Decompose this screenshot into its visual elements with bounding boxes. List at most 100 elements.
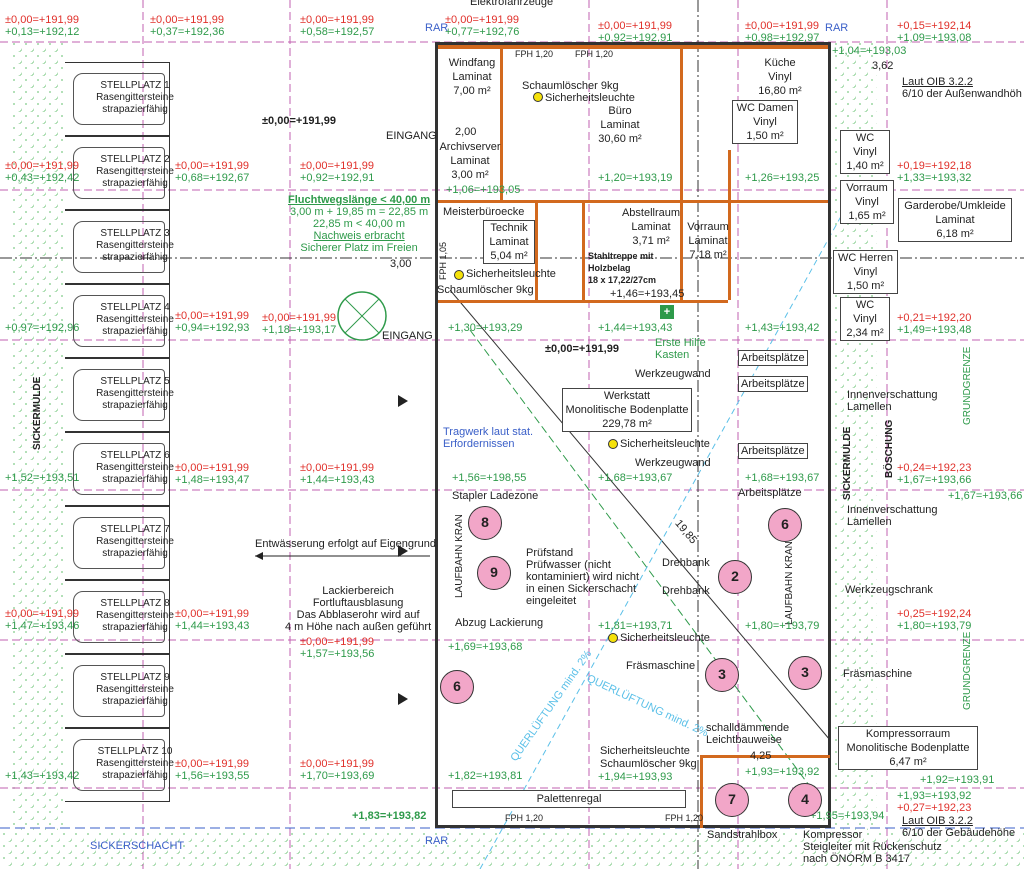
werkzeugwand-label: Werkzeugwand <box>635 457 711 469</box>
elevation: ±0,00=+191,99+1,18=+193,17 <box>262 312 337 336</box>
room-abstellraum[interactable]: Abstellraum Laminat 3,71 m² <box>621 207 681 247</box>
drehbank-label: Drehbank <box>662 585 710 597</box>
machine-marker[interactable]: 3 <box>705 658 739 692</box>
stall-surface: Rasengittersteine strapazierfähig <box>96 240 174 263</box>
room-wc-2[interactable]: WC Vinyl 2,34 m² <box>840 297 890 341</box>
room-vorraum[interactable]: Vorraum Laminat 7,18 m² <box>687 221 729 261</box>
elevation-reference: ±0,00=+191,99 <box>545 343 619 355</box>
stall-surface: Rasengittersteine strapazierfähig <box>96 314 174 337</box>
stall-name: STELLPLATZ 6 <box>100 450 170 461</box>
room-buero[interactable]: Büro Laminat 30,60 m² <box>598 105 642 145</box>
safety-light-icon <box>608 633 618 643</box>
sandstrahlbox-label: Sandstrahlbox <box>707 829 778 841</box>
room-wc-herren[interactable]: WC Herren Vinyl 1,50 m² <box>833 250 898 294</box>
fluchtweg-line: 3,00 m + 19,85 m = 22,85 m <box>289 206 429 218</box>
room-kompressorraum[interactable]: Kompressorraum Monolitische Bodenplatte … <box>838 726 978 770</box>
elevation-reference: ±0,00=+191,99 <box>262 115 336 127</box>
stall-name: STELLPLATZ 5 <box>100 376 170 387</box>
extinguisher-label: Schaumlöscher 9kg <box>600 758 697 770</box>
elevation: ±0,00=+191,99+0,77=+192,76 <box>445 14 520 38</box>
safety-light-label: Sicherheitsleuchte <box>466 268 556 280</box>
room-archivserver[interactable]: Archivserver Laminat 3,00 m² <box>439 141 501 181</box>
fluchtweg-line: Nachweis erbracht <box>313 230 405 242</box>
wall <box>535 200 538 300</box>
machine-marker[interactable]: 2 <box>718 560 752 594</box>
building-outline <box>435 42 831 828</box>
wall <box>700 755 830 758</box>
stall-surface: Rasengittersteine strapazierfähig <box>96 462 174 485</box>
elevation: +1,80=+193,79 <box>745 620 820 632</box>
fraesmaschine-label: Fräsmaschine <box>626 660 696 672</box>
car-icon <box>73 591 165 643</box>
elevation: ±0,00=+191,99+1,57=+193,56 <box>300 636 375 660</box>
meisterbuero-label: Meisterbüroecke <box>443 206 525 218</box>
car-icon <box>73 739 165 791</box>
entrance-label: EINGANG <box>382 330 433 342</box>
room-werkstatt[interactable]: Werkstatt Monolitische Bodenplatte 229,7… <box>562 388 692 432</box>
elevation: +1,43=+193,42 <box>745 322 820 334</box>
wall <box>438 45 828 49</box>
stall-surface: Rasengittersteine strapazierfähig <box>96 166 174 189</box>
machine-marker[interactable]: 8 <box>468 506 502 540</box>
room-kueche[interactable]: Küche Vinyl 16,80 m² <box>758 57 802 97</box>
machine-marker[interactable]: 6 <box>440 670 474 704</box>
oib-text: 6/10 der Gebäudehöhe <box>902 827 1016 839</box>
room-wc[interactable]: WC Vinyl 1,40 m² <box>840 130 890 174</box>
room-windfang[interactable]: Windfang Laminat 7,00 m² <box>448 57 496 97</box>
shading-note: Innenverschattung Lamellen <box>847 504 938 528</box>
elevation: +1,30=+193,29 <box>448 322 523 334</box>
paint-area-note: Lackierbereich Fortluftausblasung Das Ab… <box>285 585 432 633</box>
stall-surface: Rasengittersteine strapazierfähig <box>96 388 174 411</box>
elevation: +1,26=+193,25 <box>745 172 820 184</box>
machine-marker[interactable]: 9 <box>477 556 511 590</box>
elevation: +1,67=+193,66 <box>948 490 1023 502</box>
machine-marker[interactable]: 4 <box>788 783 822 817</box>
stall-name: STELLPLATZ 1 <box>100 80 170 91</box>
elevation: +1,95=+193,94 <box>810 810 885 822</box>
grass-strip-left <box>10 40 65 830</box>
stall-name: STELLPLATZ 7 <box>100 524 170 535</box>
elevation: ±0,00=+191,99+1,48=+193,47 <box>175 462 250 486</box>
first-aid-icon: + <box>660 305 674 319</box>
elevation: +1,92=+193,91 <box>920 774 995 786</box>
room-vorraum-2[interactable]: Vorraum Vinyl 1,65 m² <box>840 180 894 224</box>
elevation: ±0,00=+191,99+0,98=+192,97 <box>745 20 820 44</box>
elevation: +1,69=+193,68 <box>448 641 523 653</box>
room-garderobe[interactable]: Garderobe/Umkleide Laminat 6,18 m² <box>898 198 1012 242</box>
machine-marker[interactable]: 7 <box>715 783 749 817</box>
room-wc-damen[interactable]: WC Damen Vinyl 1,50 m² <box>732 100 798 144</box>
fph-label: FPH 1,05 <box>438 241 448 280</box>
grundgrenze-label: GRUNDGRENZE <box>962 346 973 425</box>
car-icon <box>73 665 165 717</box>
fph-label: FPH 1,20 <box>665 813 704 823</box>
stall-surface: Rasengittersteine strapazierfähig <box>96 758 174 781</box>
elevation: +1,94=+193,93 <box>598 771 673 783</box>
elevation: ±0,00=+191,99+1,44=+193,43 <box>300 462 375 486</box>
abzug-label: Abzug Lackierung <box>455 617 544 629</box>
room-technik[interactable]: Technik Laminat 5,04 m² <box>483 220 535 264</box>
machine-marker[interactable]: 6 <box>768 508 802 542</box>
wall <box>680 45 683 300</box>
wall <box>728 150 731 300</box>
stapler-label: Stapler Ladezone <box>452 490 539 502</box>
safety-light-icon <box>454 270 464 280</box>
dimension: 3,00 <box>390 258 412 270</box>
arbeitsplaetze-label: Arbeitsplätze <box>738 487 802 499</box>
machine-marker[interactable]: 3 <box>788 656 822 690</box>
elevation: +1,68=+193,67 <box>598 472 673 484</box>
stair-note: Stahltreppe mit Holzbelag 18 x 17,22/27c… <box>588 251 657 285</box>
safety-light-label: Sicherheitsleuchte <box>600 745 690 757</box>
